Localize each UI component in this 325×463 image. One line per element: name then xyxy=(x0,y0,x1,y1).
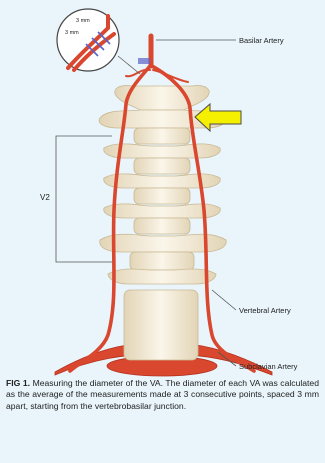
v2-bracket xyxy=(56,136,66,262)
v2-segment-label: V2 xyxy=(40,193,50,202)
caption-text: Measuring the diameter of the VA. The di… xyxy=(6,378,319,411)
caption-label: FIG 1. xyxy=(6,378,30,388)
measure-top-label: 3 mm xyxy=(76,18,90,24)
basilar-artery-label: Basilar Artery xyxy=(239,36,284,45)
subclavian-artery-label: Subclavian Artery xyxy=(239,362,297,371)
vertebral-artery-label: Vertebral Artery xyxy=(239,306,291,315)
measure-left-label: 3 mm xyxy=(65,30,79,36)
figure-caption: FIG 1. Measuring the diameter of the VA.… xyxy=(6,378,319,412)
